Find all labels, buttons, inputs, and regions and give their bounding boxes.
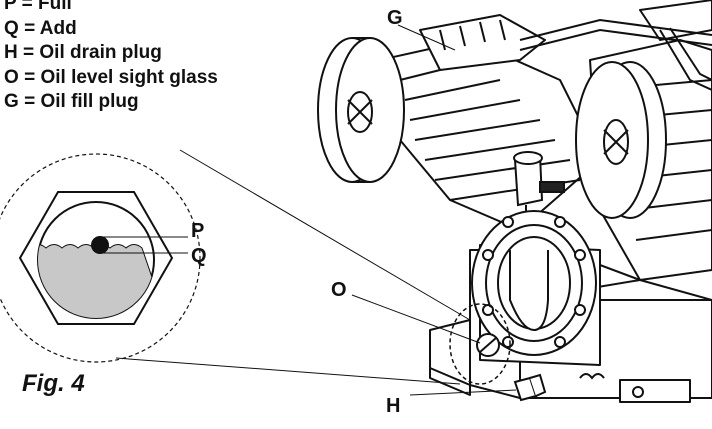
level-dot [91,236,109,254]
callout-p: P [191,220,205,242]
legend-item: Q = Add [4,17,218,42]
legend-sep: = [24,17,36,39]
legend-text: Oil drain plug [39,42,162,63]
legend-text: Oil fill plug [40,91,139,112]
leader-lines [100,24,517,396]
air-filter-right [575,61,667,219]
callout-o: O [331,279,347,301]
legend-key: P [4,0,17,14]
legend-item: H = Oil drain plug [4,41,218,66]
legend-text: Full [38,0,72,14]
legend-sep: = [24,91,36,112]
detail-circle-small [449,303,511,385]
legend-key: Q [4,17,19,39]
legend-item: P = Full [4,0,218,17]
vent-slots [579,373,605,380]
legend-key: G [4,91,19,112]
callout-g: G [387,7,403,29]
air-pipes [519,18,712,91]
detail-circle-large [0,153,201,363]
legend-text: Add [39,17,77,39]
legend: P = Full Q = Add H = Oil drain plug O = … [4,0,218,115]
legend-sep: = [21,0,33,14]
figure-label: Fig. 4 [22,370,85,397]
sight-glass-small [476,333,500,357]
legend-item: G = Oil fill plug [4,90,218,115]
legend-sep: = [24,66,36,88]
callout-q: Q [191,245,207,267]
legend-sep: = [23,42,35,63]
legend-item: O = Oil level sight glass [4,66,218,91]
oil-drain-plug [513,373,547,402]
legend-key: O [4,66,19,88]
legend-key: H [4,42,18,63]
callout-h: H [386,395,401,417]
cylinder-head-left [379,14,601,231]
legend-text: Oil level sight glass [40,66,218,88]
sight-glass-flange [471,210,597,356]
air-filter-left [317,37,405,183]
